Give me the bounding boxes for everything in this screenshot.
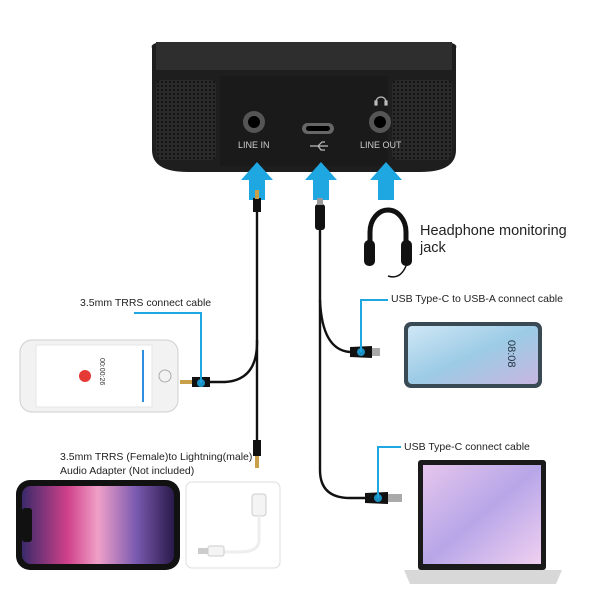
iphone-11 [16, 480, 180, 570]
line-in-label: LINE IN [238, 140, 270, 150]
speakerphone-device [151, 42, 457, 172]
trrs-branch-cable [210, 339, 259, 384]
trrs-cable-callout: 3.5mm TRRS connect cable [80, 297, 212, 309]
line-in-jack [243, 111, 265, 133]
laptop [404, 460, 562, 584]
android-clock: 08:08 [505, 340, 517, 368]
adapter-callout-line1: 3.5mm TRRS (Female)to Lightning(male) [60, 451, 253, 463]
arrow-up-icon [241, 162, 273, 200]
usb-c-port [302, 123, 334, 134]
connection-arrows [241, 162, 402, 200]
android-phone: 08:08 [404, 322, 542, 388]
usb-branch-cable [318, 299, 351, 354]
iphone-recorder: 00:00:26 [19, 339, 179, 413]
usb-c-callout: USB Type-C connect cable [404, 441, 530, 453]
arrow-up-icon [305, 162, 337, 200]
arrow-up-icon [370, 162, 402, 200]
headphone-symbol-icon [374, 96, 388, 106]
leader-lines [134, 299, 401, 498]
cables [210, 210, 372, 500]
line-out-jack [369, 111, 391, 133]
usb-cable [318, 230, 372, 500]
headphones-icon [364, 207, 412, 278]
headphone-callout: Headphone monitoring jack [420, 223, 567, 256]
adapter-callout-line2: Audio Adapter (Not included) [60, 465, 195, 477]
line-out-label: LINE OUT [360, 140, 402, 150]
usb-c-to-a-callout: USB Type-C to USB-A connect cable [391, 293, 563, 305]
usb-symbol-icon [310, 141, 328, 151]
recorder-timer: 00:00:26 [98, 358, 105, 385]
lightning-adapter [185, 481, 281, 569]
